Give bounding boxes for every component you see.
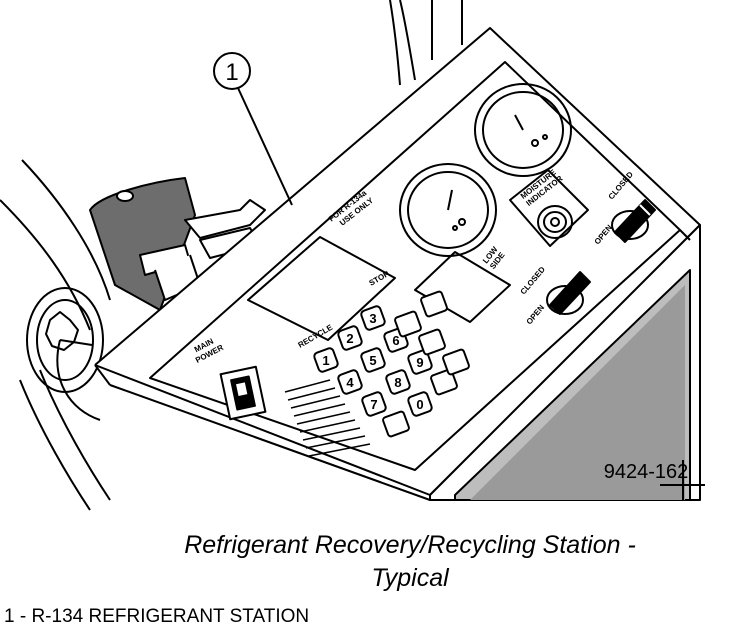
valve-knob-1[interactable] [546, 271, 591, 315]
vent-slats [284, 379, 371, 457]
caption-line1: Refrigerant Recovery/Recycling Station - [184, 531, 636, 559]
keypad-key-7[interactable] [361, 391, 387, 417]
keypad-key-label: 6 [392, 333, 399, 348]
keypad-key-label: 0 [416, 397, 423, 412]
keypad-function-key[interactable] [418, 328, 446, 356]
hose-reel [89, 177, 266, 311]
high-side-gauge [474, 83, 572, 177]
keypad-function-key[interactable] [394, 310, 422, 338]
figure-id: 9424-162 [604, 461, 689, 483]
callout-leader [237, 87, 293, 206]
cart-handle [389, 0, 463, 86]
keypad-key-label: 1 [322, 353, 329, 368]
keypad-key-9[interactable] [407, 349, 433, 375]
low-side-gauge [399, 163, 497, 257]
display-window [247, 236, 396, 341]
keypad-key-label: 9 [416, 355, 423, 370]
valve-knob-2[interactable] [611, 199, 656, 243]
legend-item-1: 1 - R-134 REFRIGERANT STATION [4, 606, 310, 627]
side-knob [26, 287, 104, 393]
keypad-function-key[interactable] [430, 368, 458, 396]
callout-circle [213, 52, 251, 90]
keypad-key-label: 3 [369, 311, 376, 326]
keypad-key-label: 7 [370, 397, 377, 412]
keypad-function-key[interactable] [442, 348, 470, 376]
keypad-key-1[interactable] [313, 347, 339, 373]
keypad-key-label: 2 [346, 331, 353, 346]
keypad-key-label: 8 [394, 375, 401, 390]
keypad-key-4[interactable] [337, 369, 363, 395]
caption-line2: Typical [371, 564, 449, 592]
callout-number: 1 [225, 59, 238, 86]
main-power-switch[interactable] [219, 365, 267, 421]
keypad-function-key[interactable] [382, 410, 410, 438]
keypad-key-2[interactable] [337, 325, 363, 351]
keypad-key-0[interactable] [407, 391, 433, 417]
keypad-key-8[interactable] [385, 369, 411, 395]
keypad-key-5[interactable] [360, 347, 386, 373]
keypad-key-label: 4 [346, 375, 354, 390]
keypad-key-label: 5 [369, 353, 376, 368]
keypad-key-3[interactable] [360, 305, 386, 331]
blank-panel-area [414, 251, 511, 323]
moisture-indicator [509, 169, 589, 247]
keypad-function-key[interactable] [420, 290, 448, 318]
